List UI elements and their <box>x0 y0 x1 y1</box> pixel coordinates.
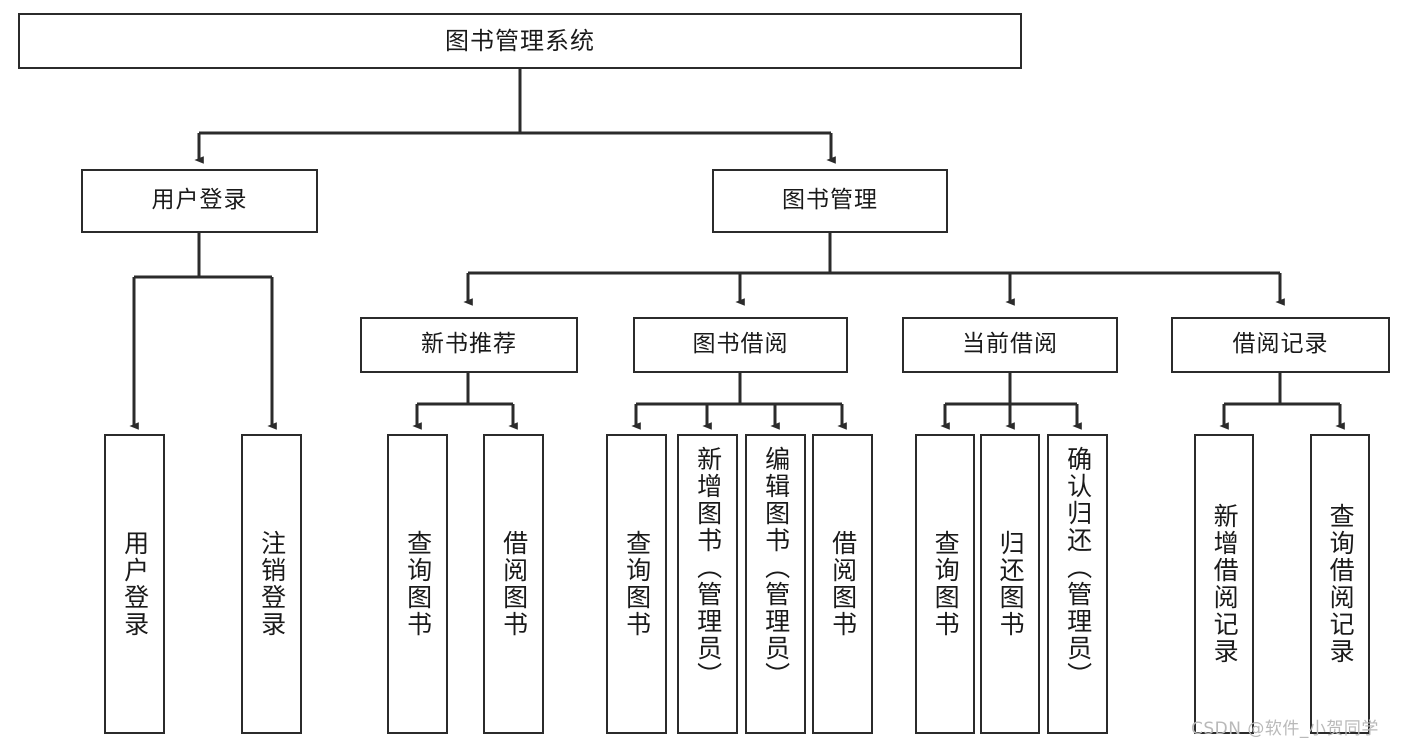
node-current-borrow-label: 当前借阅 <box>962 331 1058 358</box>
node-leaf-confirm-return[interactable]: 确认归还（管理员） <box>1047 434 1108 734</box>
node-leaf-user-login[interactable]: 用户登录 <box>104 434 165 734</box>
node-book-manage-label: 图书管理 <box>782 187 878 214</box>
node-new-book-rec[interactable]: 新书推荐 <box>360 317 578 373</box>
node-root-label: 图书管理系统 <box>445 26 595 55</box>
node-leaf-edit-book-label: 编辑图书（管理员） <box>761 446 791 689</box>
node-leaf-return-book[interactable]: 归还图书 <box>980 434 1040 734</box>
node-new-book-rec-label: 新书推荐 <box>421 331 517 358</box>
node-leaf-return-book-label: 归还图书 <box>996 530 1026 638</box>
node-leaf-user-login-label: 用户登录 <box>120 530 150 638</box>
node-leaf-borrow-book-1-label: 借阅图书 <box>499 530 529 638</box>
node-leaf-user-logout[interactable]: 注销登录 <box>241 434 302 734</box>
node-leaf-edit-book[interactable]: 编辑图书（管理员） <box>745 434 806 734</box>
node-leaf-query-record-label: 查询借阅记录 <box>1326 503 1356 665</box>
node-leaf-query-book-3[interactable]: 查询图书 <box>915 434 975 734</box>
node-leaf-user-logout-label: 注销登录 <box>257 530 287 638</box>
node-leaf-query-book-2[interactable]: 查询图书 <box>606 434 667 734</box>
node-leaf-query-record[interactable]: 查询借阅记录 <box>1310 434 1370 734</box>
node-leaf-confirm-return-label: 确认归还（管理员） <box>1063 446 1093 689</box>
node-leaf-query-book-1-label: 查询图书 <box>403 530 433 638</box>
node-leaf-borrow-book-2-label: 借阅图书 <box>828 530 858 638</box>
node-borrow-record-label: 借阅记录 <box>1232 331 1329 358</box>
node-current-borrow[interactable]: 当前借阅 <box>902 317 1118 373</box>
node-book-manage[interactable]: 图书管理 <box>712 169 948 233</box>
node-user-login-label: 用户登录 <box>151 187 248 214</box>
node-leaf-add-book-label: 新增图书（管理员） <box>693 446 723 689</box>
node-book-borrow[interactable]: 图书借阅 <box>633 317 848 373</box>
node-leaf-add-record[interactable]: 新增借阅记录 <box>1194 434 1254 734</box>
node-leaf-add-record-label: 新增借阅记录 <box>1210 503 1240 665</box>
node-leaf-query-book-1[interactable]: 查询图书 <box>387 434 448 734</box>
node-leaf-borrow-book-1[interactable]: 借阅图书 <box>483 434 544 734</box>
node-leaf-query-book-2-label: 查询图书 <box>622 530 652 638</box>
node-leaf-add-book[interactable]: 新增图书（管理员） <box>677 434 738 734</box>
node-borrow-record[interactable]: 借阅记录 <box>1171 317 1390 373</box>
node-leaf-query-book-3-label: 查询图书 <box>931 530 961 638</box>
node-book-borrow-label: 图书借阅 <box>692 331 789 358</box>
node-leaf-borrow-book-2[interactable]: 借阅图书 <box>812 434 873 734</box>
watermark: CSDN @软件_小贺同学 <box>1191 719 1379 739</box>
node-user-login[interactable]: 用户登录 <box>81 169 318 233</box>
node-root[interactable]: 图书管理系统 <box>18 13 1022 69</box>
